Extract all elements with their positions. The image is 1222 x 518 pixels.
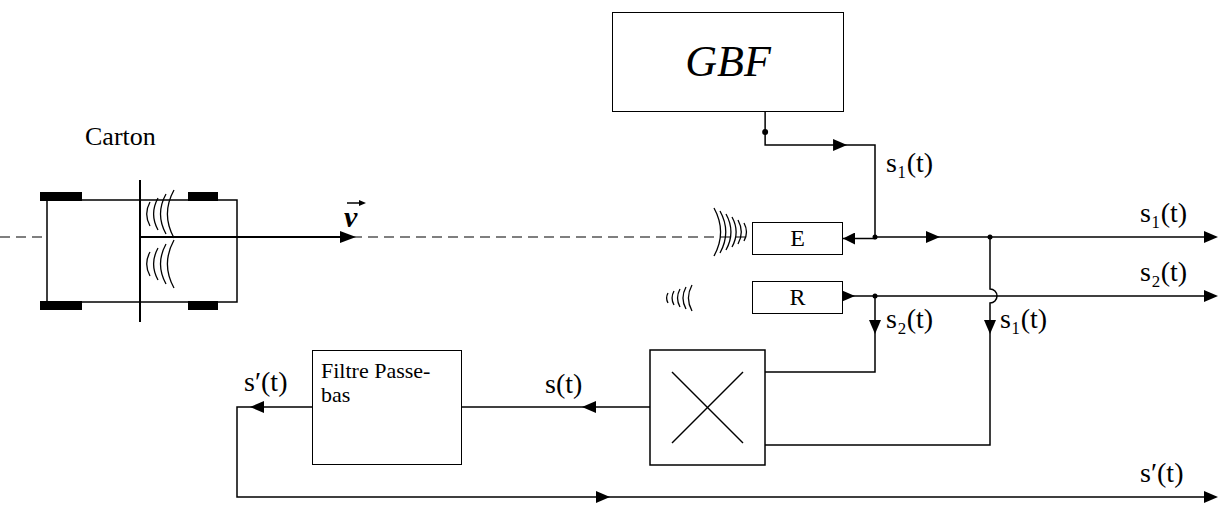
receiver-box: R — [752, 281, 843, 314]
velocity-label: v — [344, 200, 357, 235]
node-text: Filtre Passe-bas — [321, 359, 453, 407]
velocity-vector — [140, 236, 340, 238]
carton-plate — [139, 180, 141, 322]
signal-name: s₂(t) — [1140, 256, 1187, 288]
multiplier-box — [650, 350, 765, 465]
part-label: Carton — [85, 122, 156, 152]
signal-connector — [765, 112, 875, 239]
multiplier-symbol — [672, 372, 743, 443]
node-text: R — [757, 284, 838, 310]
emitter-box: E — [752, 222, 843, 255]
signal-name: s₁(t) — [886, 147, 933, 179]
ultrasound-waves — [147, 190, 747, 311]
signal-name: s′(t) — [1140, 457, 1183, 489]
filter-box: Filtre Passe-bas — [312, 350, 462, 465]
multiplier-symbol — [672, 372, 743, 443]
signal-name: s(t) — [545, 368, 582, 400]
signal-name: s₂(t) — [886, 303, 933, 335]
output-terminal — [762, 129, 768, 135]
vector-arrow-head — [359, 200, 366, 206]
generator-box: GBF — [612, 12, 844, 112]
node-text: GBF — [617, 38, 839, 86]
s2-wire — [835, 295, 1210, 297]
signal-name: s₁(t) — [1140, 197, 1187, 229]
s-wire — [462, 406, 650, 408]
signal-name: s′(t) — [244, 366, 287, 398]
s1-branch-wire — [765, 237, 997, 445]
node-text: E — [757, 225, 838, 251]
signal-name: s₁(t) — [1000, 303, 1047, 335]
wire-arrowheads — [250, 231, 1218, 503]
car-body — [47, 200, 237, 302]
car-wheels — [40, 192, 218, 310]
wire-arrowhead — [833, 139, 847, 151]
s1-wire — [875, 236, 1210, 238]
